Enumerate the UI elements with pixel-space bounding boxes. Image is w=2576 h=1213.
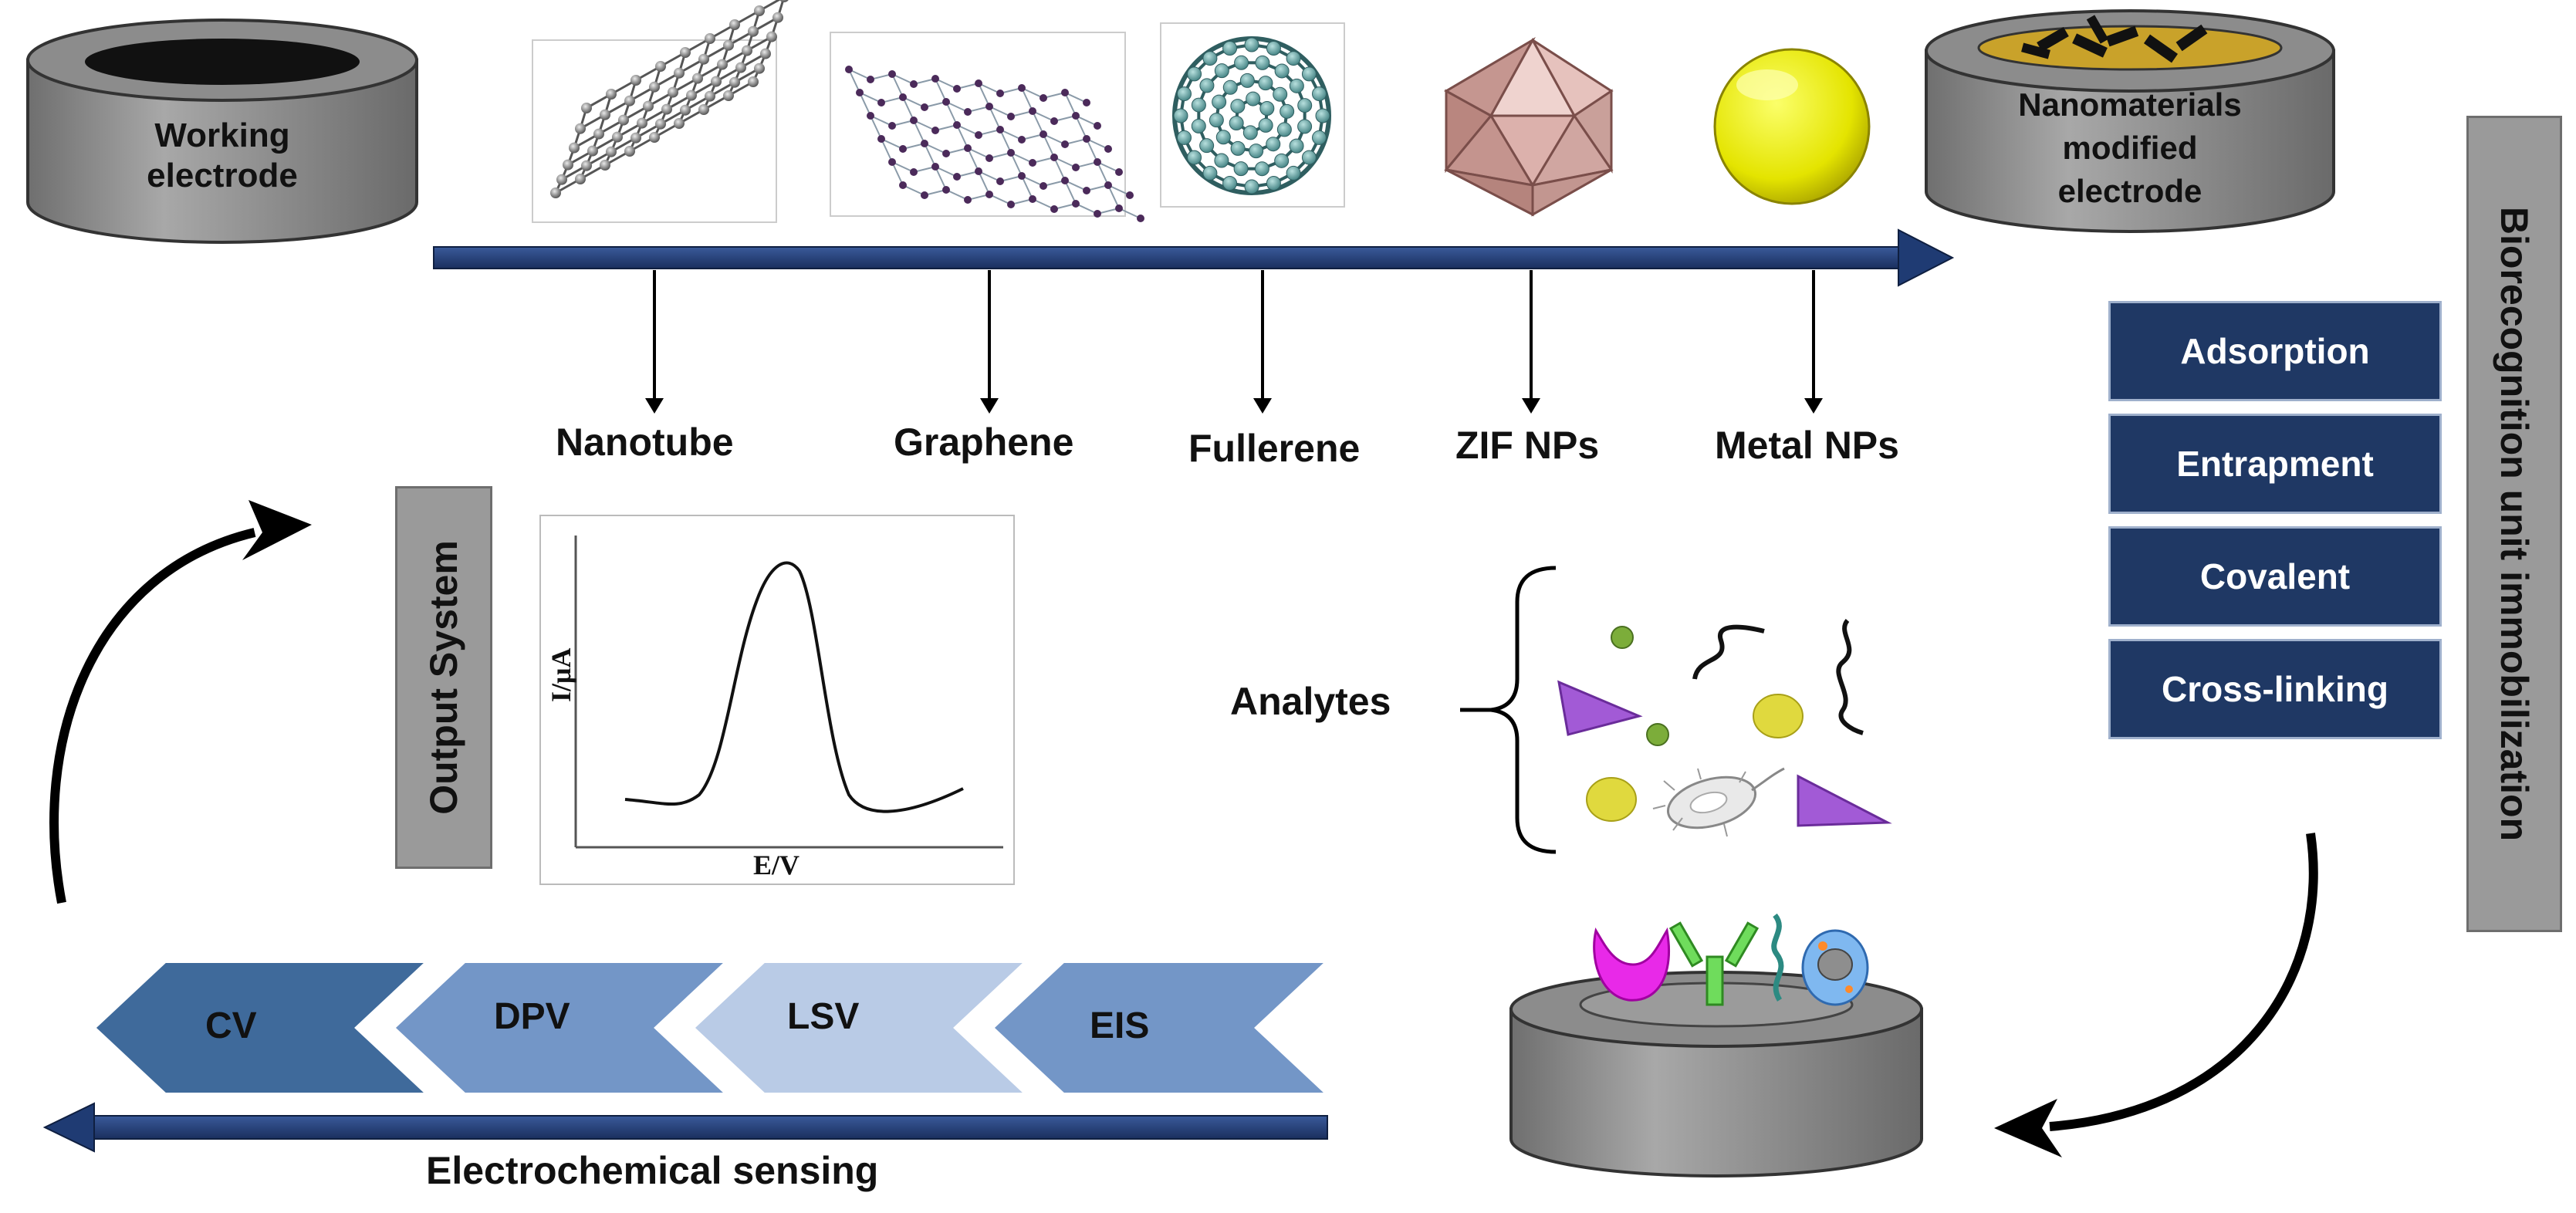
- metal-np-sphere: [1713, 48, 1871, 205]
- method-cross-linking: Cross-linking: [2108, 639, 2442, 739]
- nanomaterial-label-fullerene: Fullerene: [1188, 427, 1361, 470]
- curved-arrow-to-electrode: [2049, 833, 2318, 1131]
- technique-label-dpv: DPV: [494, 996, 570, 1037]
- method-entrapment: Entrapment: [2108, 414, 2442, 514]
- x-axis-label: E/V: [753, 850, 800, 880]
- working-electrode-label-line-2: electrode: [147, 157, 298, 194]
- sensing-label: Electrochemical sensing: [426, 1149, 879, 1192]
- fullerene-image: [1160, 22, 1345, 208]
- modified-electrode-label-line-1: Nanomaterials: [2018, 86, 2242, 123]
- modified-electrode: [1925, 9, 2335, 233]
- nanotube-image: [532, 0, 789, 223]
- voltammogram-curve: [624, 561, 964, 813]
- zif-icosahedron: [1443, 36, 1614, 217]
- enzyme-element: [1593, 927, 1671, 1002]
- chevron-eis: [990, 960, 1332, 1096]
- chevron-lsv: [691, 960, 1031, 1096]
- working-electrode-label: Working electrode: [116, 116, 329, 196]
- curved-arrow-head-right: [1994, 1099, 2062, 1157]
- method-adsorption: Adsorption: [2108, 301, 2442, 401]
- label-pointer-arrows: [653, 270, 1815, 403]
- analytes-label: Analytes: [1230, 680, 1391, 723]
- analyte-triangle-1: [1557, 680, 1643, 736]
- nanomaterial-label-graphene: Graphene: [894, 421, 1074, 464]
- arrowhead-graphene: [980, 398, 999, 414]
- curved-arrow-head-left: [242, 500, 312, 560]
- modified-electrode-label-line-2: modified: [2062, 130, 2198, 166]
- nanomaterial-label-zif: ZIF NPs: [1455, 424, 1600, 467]
- analyte-small-green-1: [1611, 626, 1634, 649]
- working-electrode-label-line-1: Working: [154, 117, 290, 154]
- arrowhead-zif: [1522, 398, 1540, 414]
- arrowhead-metal: [1804, 398, 1823, 414]
- nanomaterial-label-metal: Metal NPs: [1715, 424, 1899, 467]
- arrowhead-fullerene: [1253, 398, 1272, 414]
- chevron-cv: [92, 960, 432, 1096]
- sensing-arrow: [42, 1102, 1328, 1153]
- analyte-strand-2: [1836, 619, 1864, 735]
- voltammogram-frame: [539, 515, 1015, 885]
- method-covalent: Covalent: [2108, 526, 2442, 627]
- chevron-dpv: [391, 960, 732, 1096]
- graphene-image: [830, 32, 1144, 222]
- curved-arrow-to-output: [49, 528, 256, 904]
- modified-electrode-label: Nanomaterials modified electrode: [1976, 83, 2284, 213]
- nanomaterial-label-nanotube: Nanotube: [556, 421, 734, 464]
- analyte-small-green-2: [1646, 723, 1669, 746]
- aptamer-element: [1771, 913, 1784, 1002]
- modified-electrode-label-line-3: electrode: [2057, 173, 2202, 209]
- technique-chevrons: [92, 960, 1332, 1096]
- technique-label-cv: CV: [205, 1005, 257, 1046]
- analyte-shapes: [1557, 619, 1892, 837]
- analyte-yellow-2: [1586, 777, 1637, 822]
- working-electrode: [26, 19, 418, 244]
- technique-label-lsv: LSV: [787, 996, 860, 1037]
- analyte-strand-1: [1692, 624, 1765, 680]
- antibody-element: [1668, 921, 1760, 1006]
- output-system-box: Output System: [395, 486, 492, 869]
- y-axis-label: I/μA: [546, 647, 576, 702]
- immobilization-title-box: Biorecognition unit immobilization: [2466, 116, 2562, 932]
- main-process-arrow: [433, 228, 1955, 287]
- cell-element: [1801, 929, 1869, 1006]
- technique-label-eis: EIS: [1090, 1005, 1150, 1046]
- output-system-title: Output System: [422, 540, 465, 815]
- arrowhead-nanotube: [645, 398, 664, 414]
- analyte-triangle-2: [1797, 774, 1892, 827]
- immobilization-title: Biorecognition unit immobilization: [2493, 206, 2536, 842]
- analyte-bacterium: [1652, 767, 1785, 837]
- analytes-brace: [1460, 566, 1557, 854]
- analyte-yellow-1: [1753, 694, 1804, 738]
